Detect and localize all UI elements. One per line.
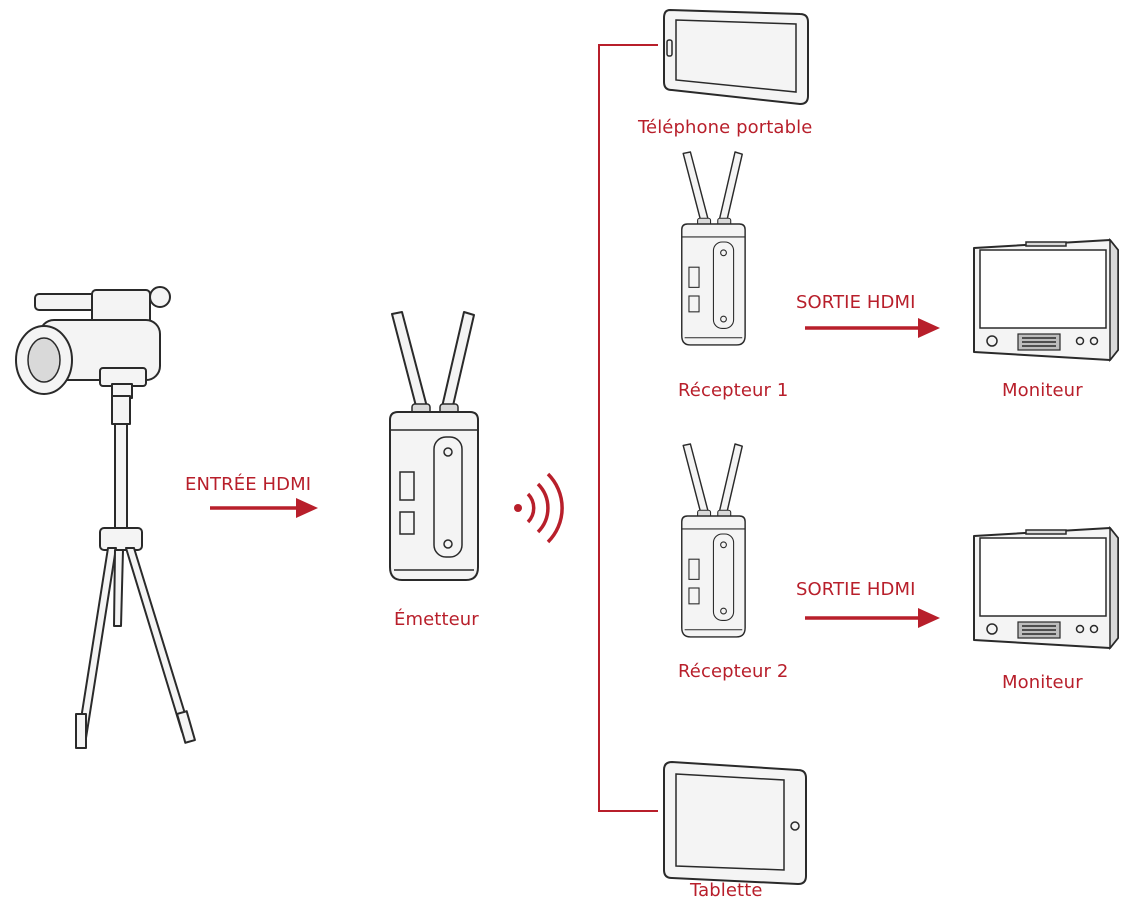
tablet-label: Tablette — [690, 880, 763, 901]
distribution-bracket — [598, 44, 658, 812]
wireless-signal-icon — [514, 472, 564, 544]
hdmi-out-label-1: SORTIE HDMI — [796, 292, 916, 313]
receiver-1-label: Récepteur 1 — [678, 380, 789, 401]
video-camera-icon — [15, 286, 171, 399]
monitor-1-label: Moniteur — [1002, 380, 1083, 401]
hdmi-in-arrow — [210, 498, 318, 518]
receiver-2-icon — [681, 443, 746, 638]
tripod-icon — [75, 395, 196, 749]
receiver-1-icon — [681, 151, 746, 346]
hdmi-out-label-2: SORTIE HDMI — [796, 579, 916, 600]
tablet-icon — [663, 761, 807, 885]
phone-label: Téléphone portable — [638, 117, 813, 138]
hdmi-out-arrow-2 — [805, 608, 940, 628]
monitor-2-icon — [973, 527, 1119, 649]
phone-icon — [663, 9, 809, 105]
monitor-2-label: Moniteur — [1002, 672, 1083, 693]
receiver-2-label: Récepteur 2 — [678, 661, 789, 682]
transmitter-icon — [389, 311, 479, 581]
hdmi-in-label: ENTRÉE HDMI — [185, 474, 312, 495]
hdmi-out-arrow-1 — [805, 318, 940, 338]
monitor-1-icon — [973, 239, 1119, 361]
transmitter-label: Émetteur — [394, 609, 479, 630]
